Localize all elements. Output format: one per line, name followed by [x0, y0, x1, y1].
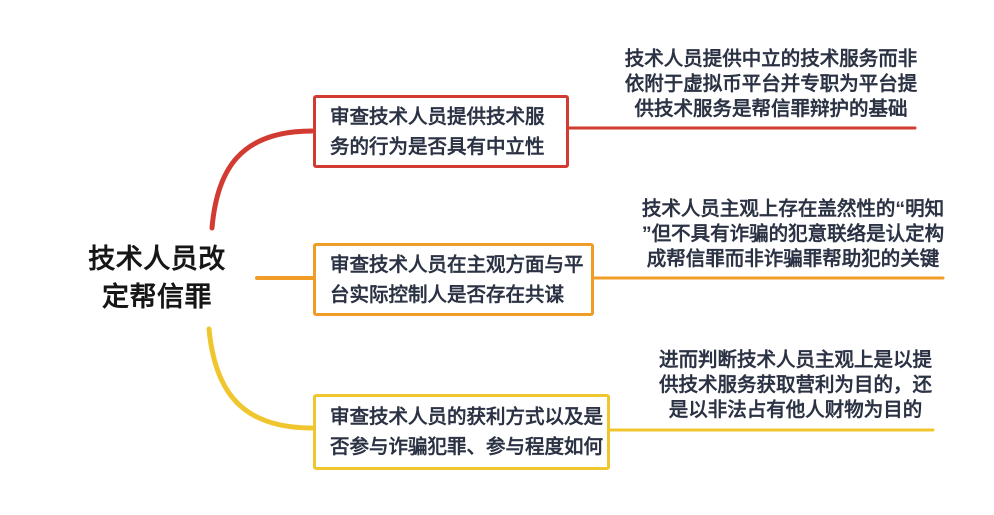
note-line: ”但不具有诈骗的犯意联络是认定构	[641, 223, 945, 245]
note-line: 技术人员主观上存在盖然性的“明知	[641, 198, 945, 220]
note-subjective-knowledge[interactable]: 技术人员主观上存在盖然性的“明知 ”但不具有诈骗的犯意联络是认定构 成帮信罪而非…	[638, 197, 948, 272]
topic-line: 审查技术人员提供技术服	[330, 105, 545, 128]
note-line: 是以非法占有他人财物为目的	[668, 399, 923, 421]
root-topic-line: 技术人员改	[88, 244, 226, 274]
note-line: 供技术服务是帮信罪辩护的基础	[634, 98, 908, 120]
note-line: 进而判断技术人员主观上是以提	[658, 349, 932, 371]
note-neutral-service[interactable]: 技术人员提供中立的技术服务而非 依附于虚拟币平台并专职为平台提 供技术服务是帮信…	[624, 47, 918, 122]
topic-line: 审查技术人员的获利方式以及是	[330, 406, 604, 428]
note-line: 依附于虚拟币平台并专职为平台提	[624, 73, 918, 95]
note-line: 成帮信罪而非诈骗罪帮助犯的关键	[646, 248, 940, 270]
note-line: 供技术服务获取营利为目的，还	[658, 374, 932, 396]
topic-box-subjective-conspiracy[interactable]: 审查技术人员在主观方面与平 台实际控制人是否存在共谋	[313, 243, 594, 316]
root-topic-line: 定帮信罪	[102, 282, 212, 312]
topic-box-neutral-service[interactable]: 审查技术人员提供技术服 务的行为是否具有中立性	[313, 95, 569, 168]
note-line: 技术人员提供中立的技术服务而非	[624, 48, 918, 70]
topic-line: 审查技术人员在主观方面与平	[330, 253, 584, 276]
note-profit-purpose[interactable]: 进而判断技术人员主观上是以提 供技术服务获取营利为目的，还 是以非法占有他人财物…	[657, 348, 934, 423]
branch-1-curve	[209, 128, 315, 231]
topic-line: 否参与诈骗犯罪、参与程度如何	[330, 436, 604, 458]
topic-box-profit-method[interactable]: 审查技术人员的获利方式以及是 否参与诈骗犯罪、参与程度如何	[313, 394, 610, 470]
root-topic[interactable]: 技术人员改 定帮信罪	[47, 240, 267, 316]
topic-line: 务的行为是否具有中立性	[330, 135, 545, 158]
topic-line: 台实际控制人是否存在共谋	[330, 283, 565, 306]
branch-3-curve	[206, 326, 315, 431]
